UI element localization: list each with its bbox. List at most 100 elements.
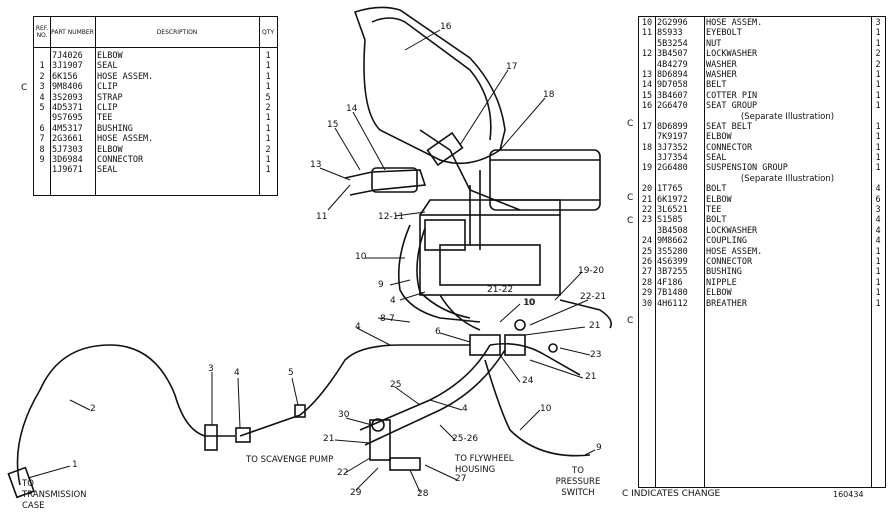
cell-desc: SEAL bbox=[706, 153, 727, 164]
cell-desc: ELBOW bbox=[97, 144, 123, 155]
cell-ref: 17 bbox=[641, 121, 653, 132]
description-header: DESCRIPTION bbox=[156, 28, 198, 36]
cell-qty: 1 bbox=[265, 71, 271, 82]
cell-ref: 9 bbox=[39, 154, 45, 165]
cell-qty: 1 bbox=[875, 256, 881, 267]
callout-label: 21-22 bbox=[487, 285, 514, 295]
cell-part: 6K156 bbox=[52, 71, 78, 82]
cell-desc: LOCKWASHER bbox=[706, 49, 758, 60]
caption-flywheel-housing: TO FLYWHEEL HOUSING bbox=[455, 454, 514, 475]
cell-part: 2G3661 bbox=[52, 134, 83, 145]
callout-label: 4 bbox=[390, 296, 396, 306]
cell-part: 9D7058 bbox=[657, 80, 688, 91]
callout-label: 4 bbox=[234, 368, 240, 378]
callout-label: 25-26 bbox=[452, 434, 479, 444]
change-mark: C bbox=[627, 216, 634, 226]
cell-part: 4M5317 bbox=[52, 123, 83, 134]
cell-qty: 1 bbox=[875, 277, 881, 288]
cell-ref: 1 bbox=[39, 61, 45, 72]
cell-desc: CLIP bbox=[97, 102, 118, 113]
ref-header: REF. NO. bbox=[35, 25, 49, 39]
callout-label: 28 bbox=[417, 489, 429, 499]
cell-ref: 20 bbox=[641, 184, 653, 195]
cell-desc: ELBOW bbox=[706, 132, 732, 143]
cell-desc: STRAP bbox=[97, 92, 123, 103]
callout-label: 27 bbox=[455, 474, 467, 484]
cell-desc: ELBOW bbox=[706, 194, 732, 205]
cell-part: 3J7352 bbox=[657, 142, 688, 153]
callout-label: 2 bbox=[90, 404, 96, 414]
cell-ref: 7 bbox=[39, 134, 45, 145]
cell-part: 3B7255 bbox=[657, 267, 688, 278]
callout-label: 5 bbox=[288, 368, 294, 378]
cell-part: 4F186 bbox=[657, 277, 683, 288]
cell-part: 3L6521 bbox=[657, 205, 688, 216]
callout-label: 24 bbox=[522, 376, 534, 386]
cell-qty: 4 bbox=[875, 225, 881, 236]
cell-qty: 3 bbox=[875, 18, 881, 28]
cell-part: 4D5371 bbox=[52, 102, 83, 113]
cell-desc: HOSE ASSEM. bbox=[706, 246, 763, 257]
cell-ref: 2 bbox=[39, 71, 45, 82]
cell-part: 1J9671 bbox=[52, 165, 83, 176]
callout-label: 25 bbox=[390, 380, 402, 390]
cell-desc: (Separate Illustration) bbox=[740, 173, 835, 184]
cell-qty: 1 bbox=[265, 123, 271, 134]
cell-qty: 1 bbox=[875, 246, 881, 257]
cell-part: 5J7303 bbox=[52, 144, 83, 155]
cell-desc: SUSPENSION GROUP bbox=[706, 163, 788, 174]
cell-qty: 1 bbox=[875, 288, 881, 299]
cell-part: 2G6470 bbox=[657, 101, 688, 112]
cell-qty: 1 bbox=[875, 38, 881, 49]
cell-desc: BELT bbox=[706, 80, 727, 91]
cell-part: 3J7354 bbox=[657, 153, 688, 164]
cell-desc: WASHER bbox=[706, 69, 737, 80]
cell-part: 6K1972 bbox=[657, 194, 688, 205]
cell-ref: 19 bbox=[641, 163, 653, 174]
cell-ref: 3 bbox=[39, 82, 45, 93]
cell-part: 9M8662 bbox=[657, 236, 688, 247]
callout-label: 13 bbox=[310, 160, 322, 170]
qty-header: QTY bbox=[261, 28, 275, 36]
cell-part: 1T765 bbox=[657, 184, 683, 195]
table-row: (Separate Illustration) bbox=[639, 174, 885, 184]
cell-part: 8S933 bbox=[657, 28, 683, 39]
cell-ref: 13 bbox=[641, 69, 653, 80]
cell-qty: 1 bbox=[265, 134, 271, 145]
callout-label: 1 bbox=[72, 460, 78, 470]
change-mark: C bbox=[627, 119, 634, 129]
cell-qty: 1 bbox=[875, 298, 881, 309]
cell-part: 7K9197 bbox=[657, 132, 688, 143]
cell-desc: HOSE ASSEM. bbox=[97, 134, 154, 145]
cell-part: 3B4507 bbox=[657, 49, 688, 60]
cell-desc: WASHER bbox=[706, 59, 737, 70]
cell-qty: 1 bbox=[265, 51, 271, 61]
cell-qty: 2 bbox=[875, 59, 881, 70]
cell-ref: 24 bbox=[641, 236, 653, 247]
callout-label: 22-21 bbox=[580, 292, 607, 302]
callout-label: 15 bbox=[327, 120, 339, 130]
callout-label: 11 bbox=[316, 212, 328, 222]
cell-qty: 3 bbox=[875, 205, 881, 216]
callout-label: 10 bbox=[524, 298, 536, 308]
cell-qty: 1 bbox=[875, 69, 881, 80]
cell-desc: HOSE ASSEM. bbox=[706, 18, 763, 28]
callout-label: 14 bbox=[346, 104, 358, 114]
table-row: 7 2G3661 HOSE ASSEM. 1 bbox=[34, 134, 277, 144]
cell-ref: 30 bbox=[641, 298, 653, 309]
